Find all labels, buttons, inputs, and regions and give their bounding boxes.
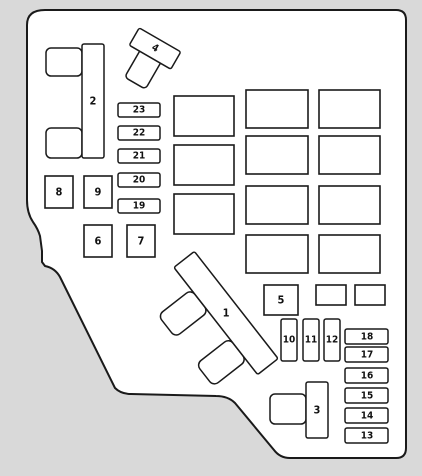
relay-slot xyxy=(173,193,235,235)
relay-slot xyxy=(245,135,309,175)
fuse-11: 11 xyxy=(302,318,320,362)
component-1: 1 xyxy=(159,251,279,385)
fuse-6: 6 xyxy=(83,224,113,258)
fuse-8: 8 xyxy=(44,175,74,209)
fuse-14: 14 xyxy=(344,407,389,424)
label-23: 23 xyxy=(133,105,146,116)
label-16: 16 xyxy=(361,371,374,382)
relay-slots xyxy=(173,89,386,306)
label-12: 12 xyxy=(326,335,339,346)
fuse-18: 18 xyxy=(344,328,389,345)
label-14: 14 xyxy=(361,411,374,422)
label-7: 7 xyxy=(138,235,145,248)
fuse-9: 9 xyxy=(83,175,113,209)
relay-slot xyxy=(245,185,309,225)
relay-slot xyxy=(173,144,235,186)
fuse-13: 13 xyxy=(344,427,389,444)
relay-slot xyxy=(318,234,381,274)
label-1: 1 xyxy=(223,307,230,320)
label-13: 13 xyxy=(361,431,374,442)
label-6: 6 xyxy=(95,235,102,248)
label-2: 2 xyxy=(90,95,97,108)
fuse-7: 7 xyxy=(126,224,156,258)
label-22: 22 xyxy=(133,128,146,139)
label-11: 11 xyxy=(305,335,318,346)
label-3: 3 xyxy=(314,404,321,417)
label-5: 5 xyxy=(278,294,285,307)
label-10: 10 xyxy=(283,335,296,346)
fuse-12: 12 xyxy=(323,318,341,362)
fuse-19: 19 xyxy=(117,198,161,214)
component-3: 3 xyxy=(269,381,329,439)
fuse-17: 17 xyxy=(344,346,389,363)
label-20: 20 xyxy=(133,175,146,186)
relay-slot xyxy=(245,234,309,274)
relay-slot xyxy=(173,95,235,137)
label-4: 4 xyxy=(150,42,161,55)
label-8: 8 xyxy=(56,186,63,199)
label-18: 18 xyxy=(361,332,374,343)
fuse-16: 16 xyxy=(344,367,389,384)
relay-slot xyxy=(318,89,381,129)
fuse-23: 23 xyxy=(117,102,161,118)
spare-slot xyxy=(315,284,347,306)
relay-slot xyxy=(318,185,381,225)
fuse-10: 10 xyxy=(280,318,298,362)
fuse-21: 21 xyxy=(117,148,161,164)
label-9: 9 xyxy=(95,186,102,199)
relay-slot xyxy=(245,89,309,129)
fuse-15: 15 xyxy=(344,387,389,404)
fuse-20: 20 xyxy=(117,172,161,188)
component-4: 4 xyxy=(125,27,181,89)
component-2: 2 xyxy=(45,43,105,159)
relay-slot xyxy=(318,135,381,175)
label-21: 21 xyxy=(133,151,146,162)
label-17: 17 xyxy=(361,350,374,361)
label-15: 15 xyxy=(361,391,374,402)
fuse-22: 22 xyxy=(117,125,161,141)
fuse-5: 5 xyxy=(263,284,299,316)
spare-slot xyxy=(354,284,386,306)
label-19: 19 xyxy=(133,201,146,212)
